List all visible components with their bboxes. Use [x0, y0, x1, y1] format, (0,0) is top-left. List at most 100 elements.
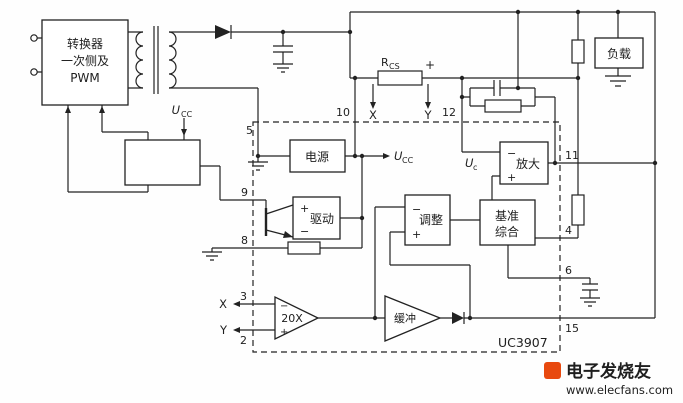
- current-amp-plus: +: [280, 327, 288, 338]
- load-label: 负载: [607, 47, 631, 61]
- converter-pwm-block: [41, 19, 129, 106]
- driver-block: [292, 196, 341, 240]
- pin-15: 15: [565, 322, 579, 335]
- ground-filter-cap: [273, 63, 293, 73]
- power-label: 电源: [305, 150, 329, 164]
- arrow-down-icon: [181, 129, 187, 136]
- reference-label-1: 基准: [495, 209, 519, 223]
- ground-pin8: [202, 251, 222, 261]
- driver-minus: −: [300, 225, 309, 238]
- resistor-symbols: [287, 39, 585, 255]
- transformer-secondary-coil: [168, 31, 177, 89]
- buffer-diode-icon: [452, 312, 464, 324]
- driver-plus: +: [300, 202, 309, 215]
- pin-11: 11: [565, 149, 579, 162]
- y-out-label: Y: [219, 323, 228, 337]
- divider-resistor-top: [571, 39, 585, 64]
- watermark-url: www.elecfans.com: [566, 383, 673, 397]
- blocks: [30, 19, 644, 342]
- rcs-plus: +: [425, 58, 435, 72]
- ground-pin5: [248, 161, 268, 171]
- ucc-arrow-icon: [383, 153, 390, 159]
- transformer: [135, 31, 177, 89]
- feedback-resistor: [484, 99, 522, 113]
- driver-label: 驱动: [310, 212, 334, 226]
- transformer-primary-coil: [135, 31, 144, 89]
- divider-resistor-bottom: [571, 194, 585, 226]
- wires-amplifier-section: [450, 87, 655, 298]
- input-terminal: [30, 68, 38, 76]
- chip-name-label: UC3907: [498, 335, 548, 350]
- transistor-emitter-arrow-icon: [283, 231, 293, 238]
- reference-label-2: 综合: [495, 224, 519, 239]
- watermark-brand: 电子发烧友: [566, 361, 651, 382]
- amplifier-label: 放大: [516, 156, 540, 171]
- rcs-label: R: [381, 56, 389, 69]
- rcs-label-sub: CS: [389, 62, 400, 71]
- current-amp-label: 20X: [281, 312, 303, 325]
- ucc-label-opto-sub: CC: [181, 110, 193, 119]
- adjust-block: [404, 194, 451, 246]
- uc-label: U: [465, 156, 474, 170]
- ground-pin6-cap: [580, 297, 600, 307]
- amp-plus: +: [507, 171, 516, 184]
- pin-10: 10: [336, 106, 350, 119]
- pin-3: 3: [240, 290, 247, 303]
- power-block: [289, 139, 346, 173]
- ucc-label-power: U: [394, 149, 403, 163]
- polarity-marks: − + + − − + − + +: [280, 58, 516, 338]
- load-block: [594, 37, 644, 69]
- ucc-label-opto: U: [172, 103, 181, 117]
- ground-load: [605, 75, 631, 87]
- block-labels: 转换器 一次侧及 PWM 电源 放大 驱动 调整 基准 综合 20X 缓冲 负载…: [61, 36, 631, 350]
- pin-9: 9: [241, 186, 248, 199]
- rectifier-diode-icon: [215, 25, 231, 39]
- capacitor-symbols: [273, 45, 598, 291]
- watermark: 电子发烧友 www.elecfans.com: [544, 361, 673, 397]
- optocoupler-block: [124, 139, 201, 186]
- y-sense-arrow-icon: [425, 102, 431, 109]
- junction-dots: [255, 9, 658, 321]
- y-sense-label: Y: [423, 108, 432, 122]
- pin-5: 5: [246, 124, 253, 137]
- pin-12: 12: [442, 106, 456, 119]
- adjust-plus: +: [412, 228, 421, 241]
- x-out-label: X: [219, 297, 227, 311]
- y-out-arrow-icon: [233, 327, 240, 333]
- current-amp-minus: −: [280, 301, 288, 312]
- x-sense-label: X: [369, 108, 377, 122]
- ic-boundary-uc3907: [252, 121, 561, 353]
- amp-minus: −: [507, 147, 516, 160]
- converter-label-2: 一次侧及: [61, 54, 109, 68]
- filter-capacitor: [273, 45, 293, 53]
- pin-8: 8: [241, 234, 248, 247]
- pin-4: 4: [565, 224, 572, 237]
- adjust-label: 调整: [419, 212, 443, 227]
- arrow-up-icon: [65, 106, 71, 113]
- buffer-triangle: [384, 295, 442, 342]
- current-amp-triangle: [274, 295, 320, 341]
- pin-2: 2: [240, 334, 247, 347]
- buffer-label: 缓冲: [394, 311, 416, 325]
- pin-6: 6: [565, 264, 572, 277]
- x-sense-arrow-icon: [370, 102, 376, 109]
- pin-numbers: 5 10 12 11 4 6 15 9 8 3 2: [240, 106, 579, 347]
- uc-label-sub: c: [473, 163, 477, 172]
- ucc-label-power-sub: CC: [402, 156, 414, 165]
- ground-symbols: [202, 63, 631, 307]
- amplifier-block: [499, 141, 549, 185]
- reference-block: [479, 199, 536, 246]
- pin8-resistor: [287, 241, 321, 255]
- converter-label-3: PWM: [70, 71, 99, 85]
- pin6-capacitor: [582, 283, 598, 291]
- rcs-resistor: [377, 70, 423, 86]
- input-terminal: [30, 34, 38, 42]
- adjust-minus: −: [412, 203, 421, 216]
- signal-labels: R CS U CC U CC U c X Y X Y: [172, 56, 478, 337]
- x-out-arrow-icon: [233, 301, 240, 307]
- arrow-up-icon: [99, 106, 105, 113]
- watermark-icon: [544, 362, 561, 379]
- converter-label-1: 转换器: [67, 36, 103, 51]
